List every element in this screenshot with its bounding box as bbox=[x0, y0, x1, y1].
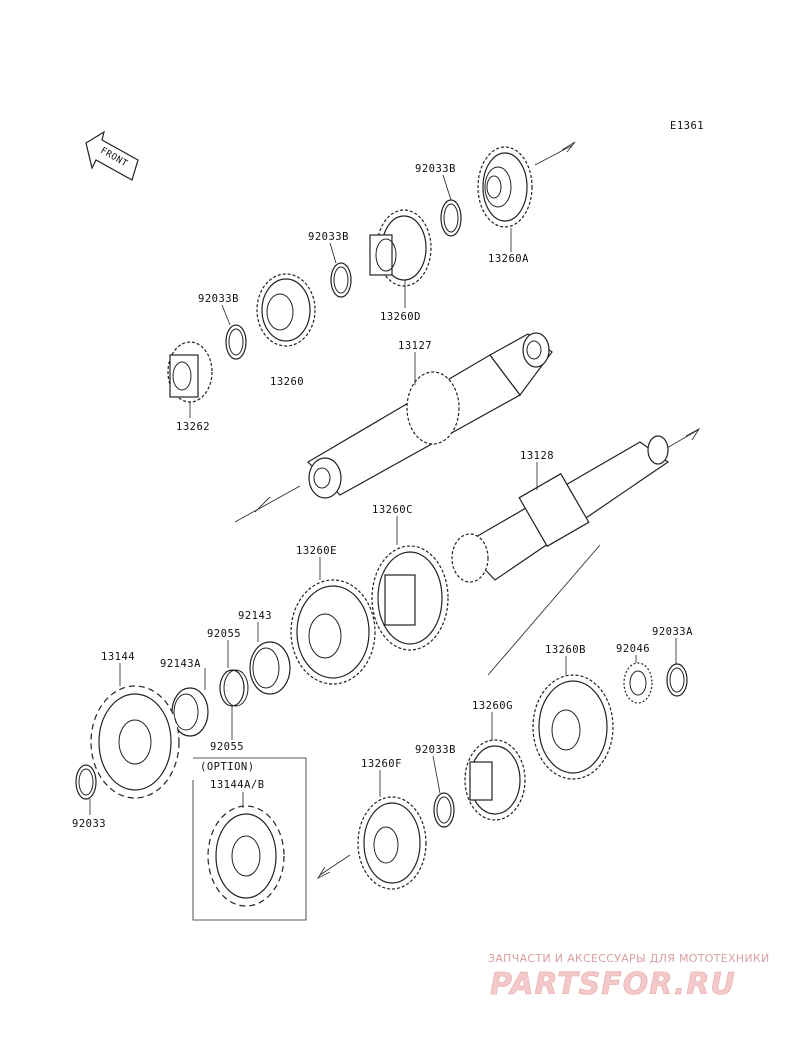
circlip-92033 bbox=[75, 764, 97, 800]
label-92046: 92046 bbox=[616, 643, 650, 655]
watermark-logo: PARTSFOR.RU bbox=[490, 967, 736, 1002]
option-label: (OPTION) bbox=[200, 761, 255, 773]
collar-92143A bbox=[171, 687, 209, 737]
diagonal-guide-line bbox=[487, 544, 601, 676]
circlip-92033A bbox=[666, 663, 688, 697]
label-92033B-2: 92033B bbox=[308, 231, 349, 243]
label-13127: 13127 bbox=[398, 340, 432, 352]
label-13128: 13128 bbox=[520, 450, 554, 462]
label-13144: 13144 bbox=[101, 651, 135, 663]
label-92033B-4: 92033B bbox=[415, 744, 456, 756]
label-92033A: 92033A bbox=[652, 626, 693, 638]
front-arrow-icon: FRONT bbox=[85, 130, 139, 181]
option-box: (OPTION) bbox=[192, 757, 307, 921]
gear-13260F bbox=[357, 796, 427, 890]
gear-13260A bbox=[477, 146, 533, 228]
label-13260: 13260 bbox=[270, 376, 304, 388]
upper-axis-line-top bbox=[534, 144, 574, 166]
circlip-92033B-4 bbox=[433, 792, 455, 828]
oring-92055 bbox=[219, 669, 249, 707]
label-92143: 92143 bbox=[238, 610, 272, 622]
circlip-92033B-2 bbox=[330, 262, 352, 298]
gear-13260 bbox=[256, 273, 316, 347]
label-13260C: 13260C bbox=[372, 504, 413, 516]
label-92055-2: 92055 bbox=[210, 741, 244, 753]
upper-axis-line bbox=[234, 485, 301, 523]
diagram-code: E1361 bbox=[670, 120, 704, 132]
shaft-13128 bbox=[451, 435, 670, 583]
leader-92033B-1 bbox=[442, 174, 452, 201]
label-13260G: 13260G bbox=[472, 700, 513, 712]
label-92033B-1: 92033B bbox=[415, 163, 456, 175]
gear-13260E bbox=[290, 579, 376, 685]
upper-axis-arrow-icon bbox=[561, 141, 576, 153]
gear-13260C bbox=[371, 545, 449, 651]
label-13260E: 13260E bbox=[296, 545, 337, 557]
label-13260B: 13260B bbox=[545, 644, 586, 656]
label-13260D: 13260D bbox=[380, 311, 421, 323]
circlip-92033B-1 bbox=[440, 199, 462, 237]
sprocket-13144AB bbox=[207, 805, 285, 907]
bearing-92046 bbox=[623, 662, 653, 704]
label-13144AB: 13144A/B bbox=[210, 779, 265, 791]
lower-axis-line-bottom bbox=[319, 854, 351, 876]
label-92143A: 92143A bbox=[160, 658, 201, 670]
gear-13260G bbox=[464, 739, 526, 821]
sprocket-13144 bbox=[90, 685, 180, 799]
label-13260F: 13260F bbox=[361, 758, 402, 770]
label-92033B-3: 92033B bbox=[198, 293, 239, 305]
collar-92143 bbox=[249, 641, 291, 695]
label-92033: 92033 bbox=[72, 818, 106, 830]
gear-13260D bbox=[369, 209, 432, 287]
lower-axis-arrow-icon bbox=[685, 427, 701, 441]
gear-13260B bbox=[532, 674, 614, 780]
shaft-13127 bbox=[307, 332, 553, 499]
leader-92033B-4 bbox=[432, 755, 441, 794]
lower-axis-arrow-bottom-icon bbox=[316, 866, 331, 880]
label-92055-1: 92055 bbox=[207, 628, 241, 640]
gear-13262 bbox=[167, 341, 213, 403]
watermark-tagline: ЗАПЧАСТИ И АКСЕССУАРЫ ДЛЯ МОТОТЕХНИКИ bbox=[488, 952, 770, 965]
label-13262: 13262 bbox=[176, 421, 210, 433]
leader-92033B-2 bbox=[329, 242, 337, 264]
leader-92033B-3 bbox=[221, 304, 231, 326]
label-13260A: 13260A bbox=[488, 253, 529, 265]
circlip-92033B-3 bbox=[225, 324, 247, 360]
upper-axis-arrow-bottom-icon bbox=[254, 496, 271, 513]
